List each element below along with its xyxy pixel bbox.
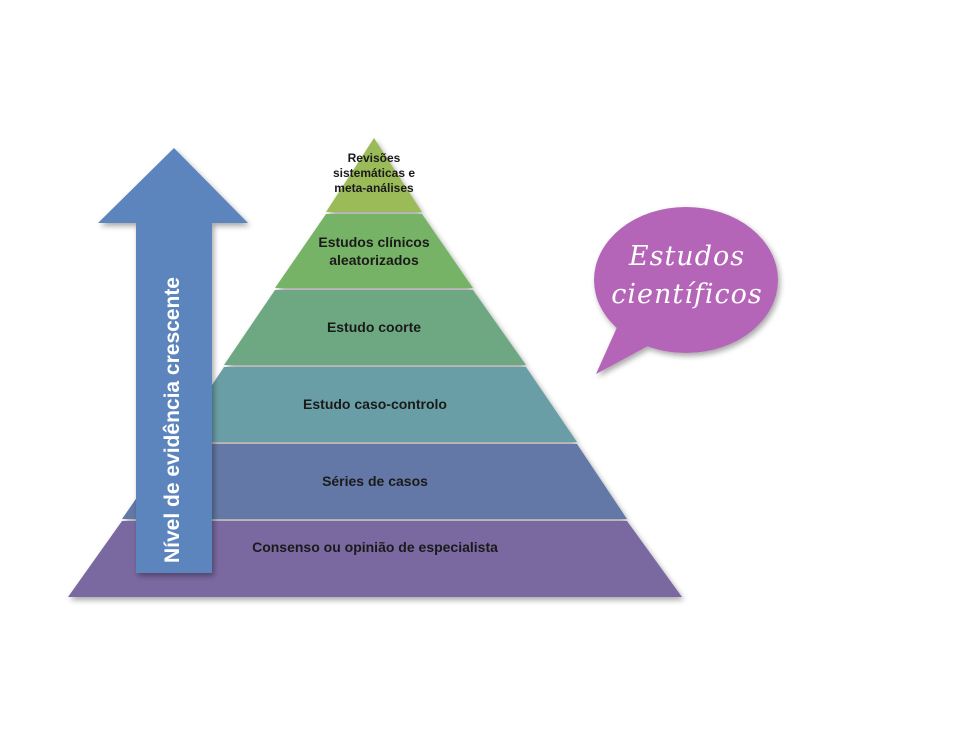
pyramid	[68, 138, 682, 597]
tier-1-label: Revisões sistemáticas e meta-análises	[332, 151, 416, 195]
speech-bubble-body	[594, 207, 778, 353]
tier-6-label: Consenso ou opinião de especialista	[252, 539, 498, 555]
speech-bubble-tail	[596, 325, 648, 374]
tier-5-shape	[122, 444, 627, 519]
increasing-evidence-arrow	[98, 148, 248, 573]
speech-bubble	[594, 207, 778, 374]
tier-3-shape	[224, 290, 526, 365]
tier-4-label: Estudo caso-controlo	[303, 396, 447, 412]
tier-5-label: Séries de casos	[322, 473, 428, 489]
tier-4-shape	[174, 367, 577, 442]
arrow-label: Nível de evidência crescente	[161, 277, 184, 563]
speech-bubble-label: Estudos científicos	[611, 241, 763, 310]
tier-2-shape	[275, 214, 473, 288]
tier-1-shape	[326, 138, 422, 212]
tier-6-shape	[68, 521, 682, 597]
tier-2-label: Estudos clínicos aleatorizados	[318, 234, 430, 268]
tier-3-label: Estudo coorte	[326, 319, 422, 335]
